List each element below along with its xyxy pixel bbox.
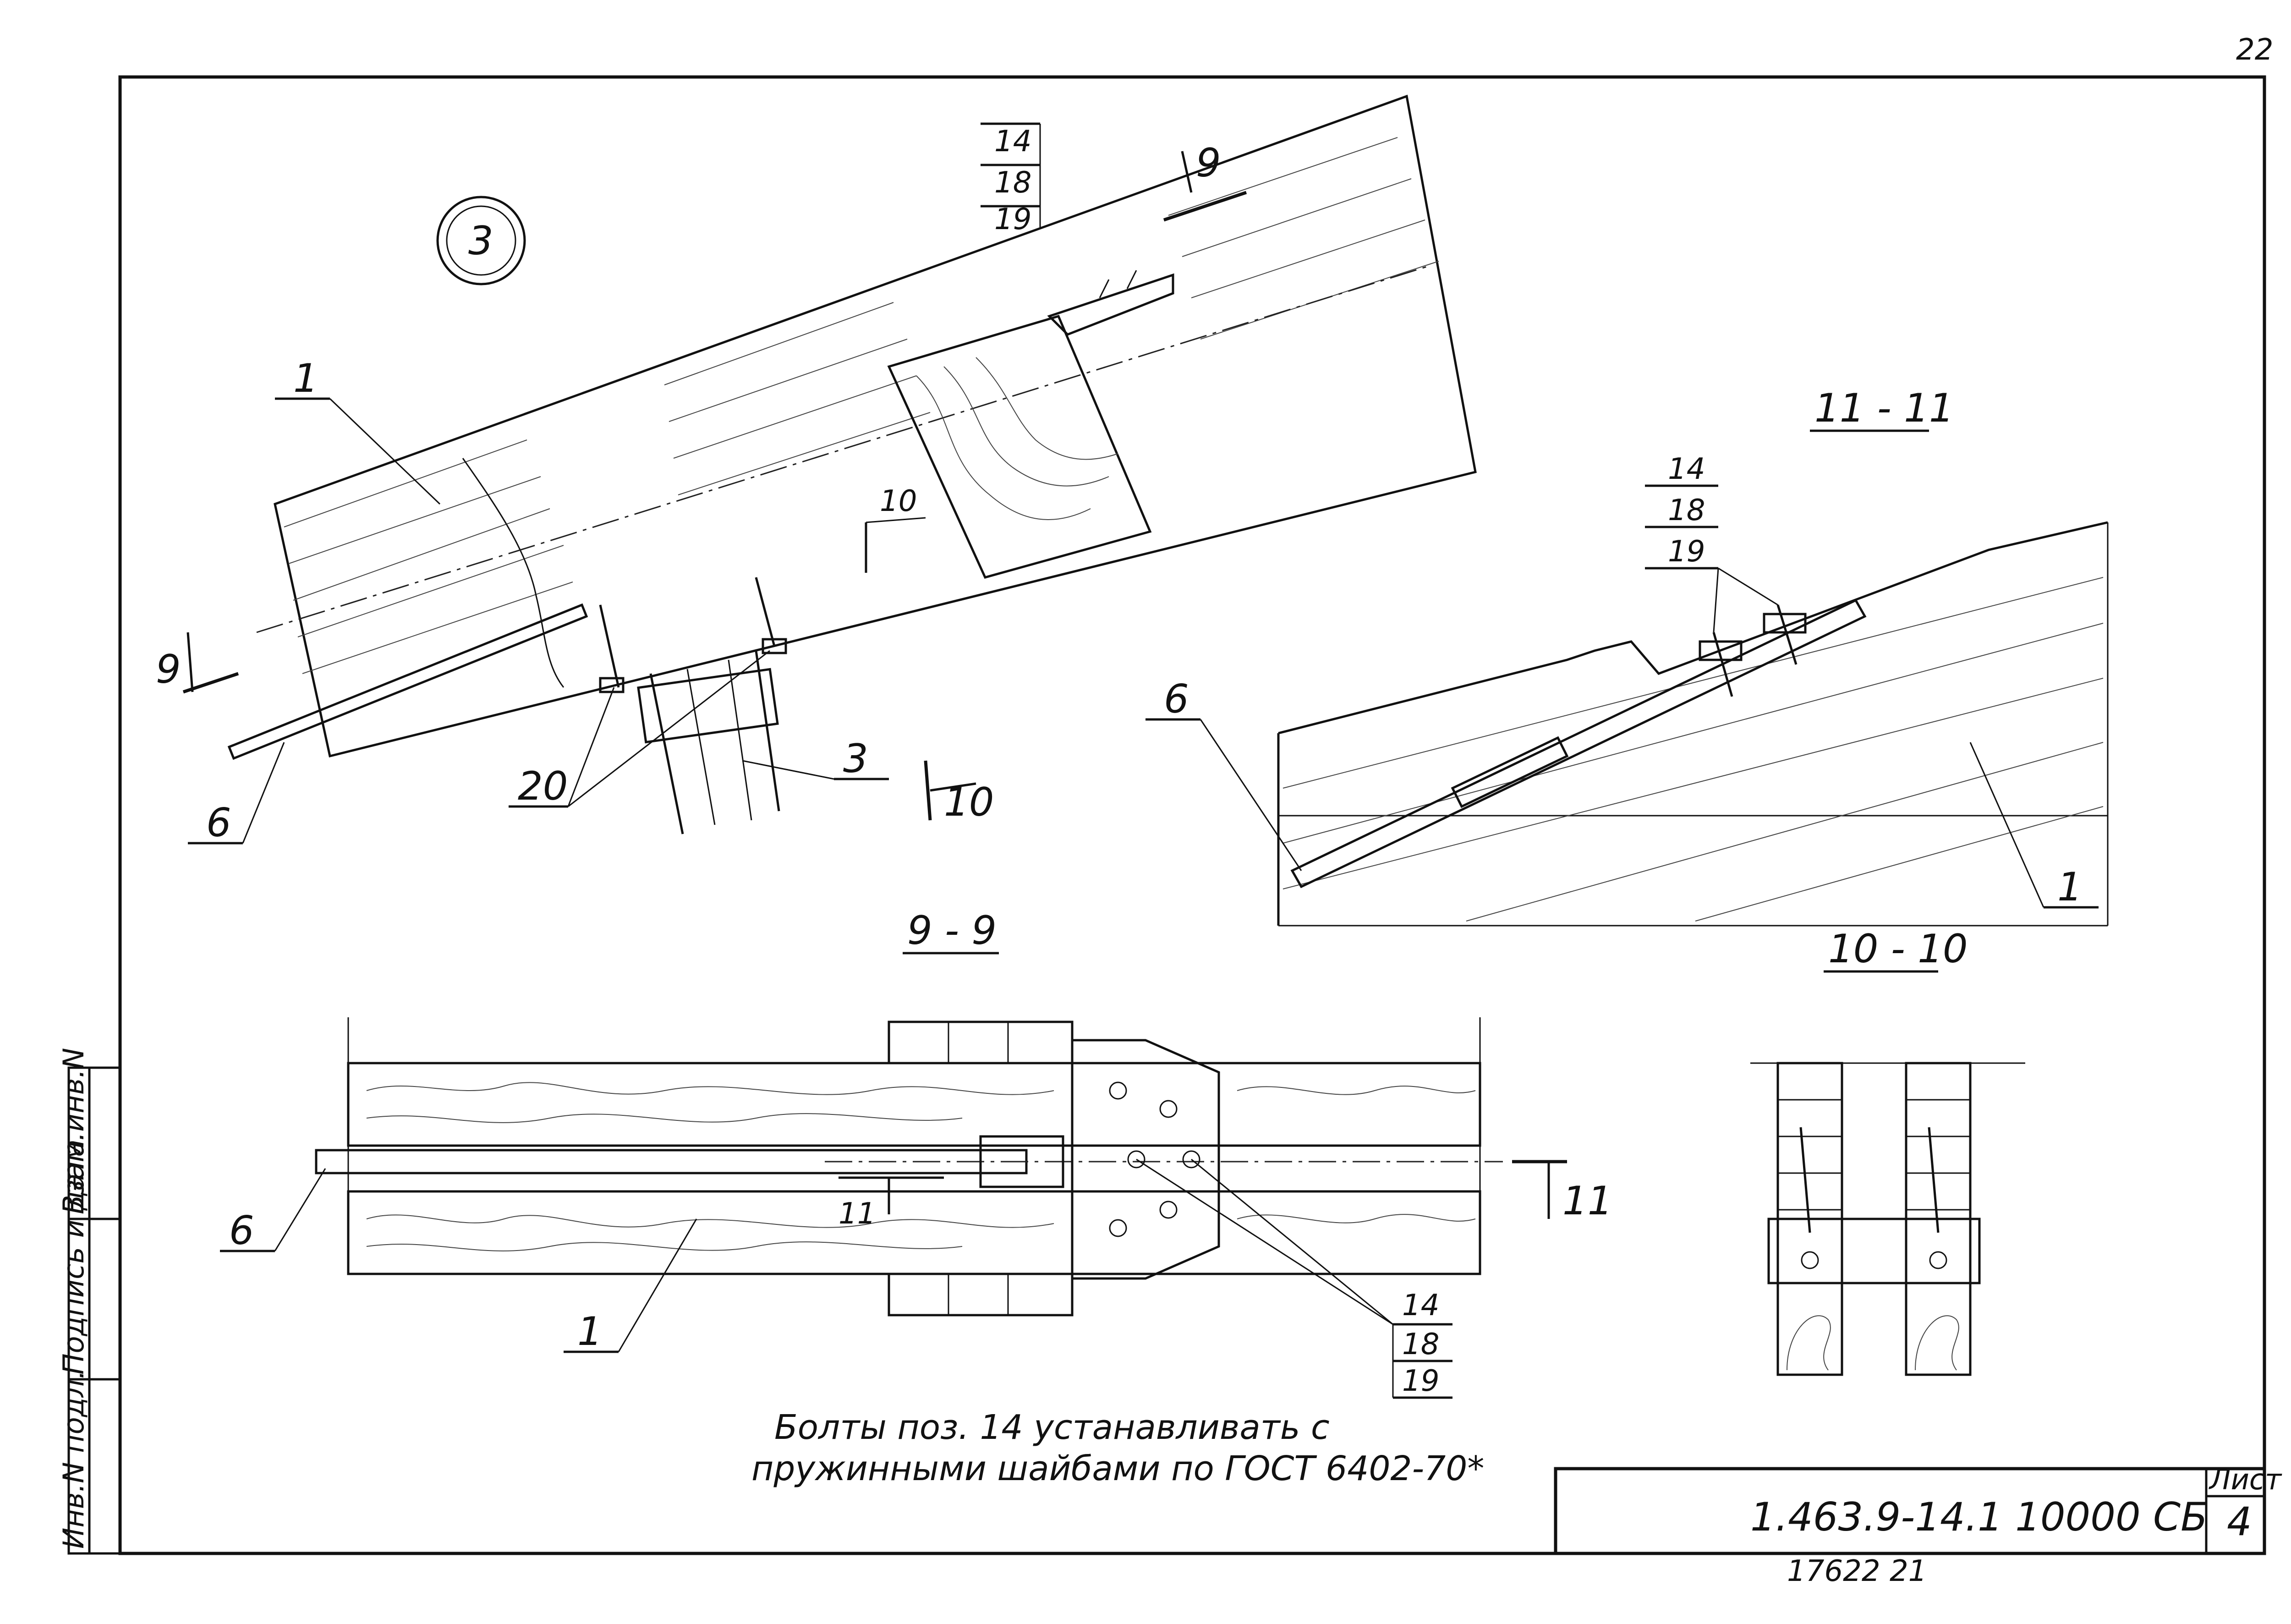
leader-pos-6-main: 6: [188, 742, 285, 846]
section-11-hatching: [1283, 577, 2104, 922]
detail-number: 3: [468, 218, 493, 264]
leader-pos-1-s11: 1: [1969, 742, 2099, 910]
sheet-number: 4: [2227, 1499, 2252, 1545]
leader-pos-1-s9: 1: [564, 1218, 697, 1355]
section-cut-10-post: 10: [924, 760, 994, 825]
pos-19-s9: 19: [1402, 1364, 1439, 1398]
section-9-view: 9 - 9: [220, 908, 1612, 1399]
pos-19-main: 19: [994, 203, 1031, 236]
section-mark-10-post: 10: [944, 779, 994, 825]
note-line-2: пружинными шайбами по ГОСТ 6402-70*: [751, 1449, 1484, 1488]
board-upper: [347, 1062, 1481, 1147]
section-cut-11-left: 11: [839, 1176, 944, 1231]
pos-1-main: 1: [293, 356, 318, 401]
section-mark-10-beam: 10: [880, 484, 917, 518]
side-stamp: Инв.N подл. Подпись и дата Взам.инв.N: [57, 1048, 121, 1555]
section-10-view: 10 - 10: [1750, 926, 2025, 1376]
beam-break-line: [462, 458, 565, 688]
page-number: 22: [2236, 33, 2273, 67]
section-cut-11-right: 11: [1512, 1160, 1612, 1224]
pos-6-main: 6: [206, 800, 231, 846]
detail-marker: 3: [436, 196, 526, 285]
pos-1-s9: 1: [577, 1309, 603, 1355]
pos-14-s9: 14: [1402, 1289, 1439, 1322]
pos-18-s9: 18: [1402, 1328, 1439, 1361]
section-cut-9-bottom: 9: [156, 632, 239, 694]
section-10-grain: [1787, 1315, 1959, 1371]
stamp-signature-date: Подпись и дата: [57, 1139, 90, 1375]
steel-plate: [1071, 1039, 1220, 1280]
pos-6-s11: 6: [1164, 676, 1189, 722]
section-cut-10-beam: 10: [865, 484, 926, 573]
note-line-1: Болты поз. 14 устанавливать с: [774, 1408, 1330, 1447]
main-view: 9 9 10 10 14 18 19: [156, 94, 1477, 846]
metal-strap: [227, 603, 588, 760]
leader-pos-6-s9: 6: [220, 1168, 326, 1254]
section-mark-11-right: 11: [1562, 1178, 1612, 1224]
sheet-frame: [118, 75, 2266, 1555]
cross-block: [887, 314, 1152, 579]
section-mark-9-bottom: 9: [156, 647, 181, 692]
plate-bolts: [1109, 1081, 1200, 1237]
section-title-10: 10 - 10: [1828, 926, 1968, 972]
board-grain: [366, 1082, 1476, 1251]
section-mark-11-left: 11: [839, 1197, 876, 1231]
pos-18-main: 18: [994, 166, 1031, 200]
pos-19-s11: 19: [1668, 535, 1705, 569]
strap-clamp: [1047, 270, 1174, 336]
bolt-note: Болты поз. 14 устанавливать с пружинными…: [751, 1408, 1484, 1488]
pos-14-s11: 14: [1668, 452, 1705, 486]
pos-6-s9: 6: [229, 1208, 254, 1254]
position-stack-main: 14 18 19: [981, 122, 1041, 236]
pos-20-main: 20: [518, 763, 568, 809]
section-cut-9-top: 9: [1163, 140, 1247, 222]
beam-centerline: [256, 265, 1430, 633]
title-block: 1.463.9-14.1 10000 СБ Лист 4 17622 21: [1554, 1463, 2282, 1588]
leader-pos-20-main: 20: [509, 650, 770, 809]
leader-pos-1-main: 1: [275, 356, 441, 505]
leader-pos-6-s11: 6: [1146, 676, 1302, 871]
drawing-code: 1.463.9-14.1 10000 СБ: [1750, 1494, 2208, 1540]
board-lower: [347, 1190, 1481, 1275]
leader-pos-3-main: 3: [742, 736, 889, 782]
stamp-replacement-inv: Взам.инв.N: [57, 1048, 90, 1214]
position-stack-9: 14 18 19: [1136, 1158, 1452, 1399]
section-mark-9-top: 9: [1196, 140, 1221, 186]
beam-hatching: [284, 137, 1439, 674]
section-11-view: 11 - 11 14 18: [1146, 385, 2109, 927]
cross-block-grain: [916, 357, 1118, 520]
rafter-beam: [274, 94, 1477, 758]
support-post: [637, 650, 780, 834]
sheet-label: Лист: [2209, 1463, 2282, 1496]
section-title-11: 11 - 11: [1814, 385, 1954, 431]
archive-number: 17622 21: [1787, 1554, 1927, 1588]
pos-3-main: 3: [843, 736, 868, 782]
pos-18-s11: 18: [1668, 494, 1705, 527]
stamp-inv-number: Инв.N подл.: [57, 1370, 90, 1549]
position-stack-11: 14 18 19: [1645, 452, 1778, 633]
section-11-bolts: [1699, 604, 1807, 697]
section-title-9: 9 - 9: [907, 908, 997, 954]
pos-14-main: 14: [994, 125, 1031, 159]
bolts-20: [599, 577, 787, 693]
pos-1-s11: 1: [2057, 864, 2083, 910]
